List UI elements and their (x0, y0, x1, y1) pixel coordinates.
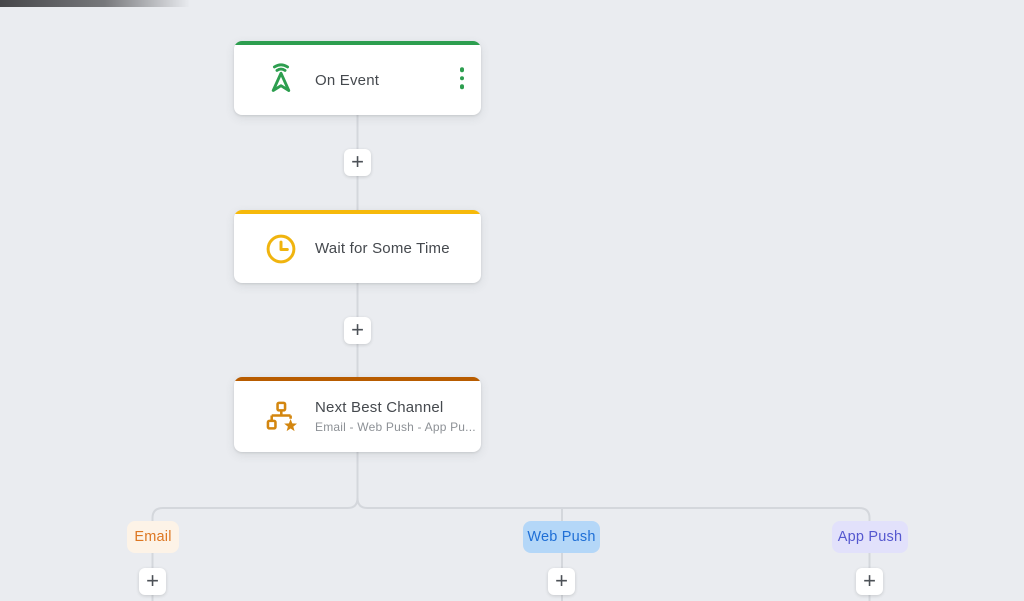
branch-label-text: Web Push (527, 529, 596, 545)
node-menu-button[interactable] (456, 63, 469, 93)
node-accent-bar (234, 210, 481, 214)
kebab-menu-icon (459, 67, 464, 89)
branch-label-web-push[interactable]: Web Push (523, 521, 600, 553)
add-step-button[interactable]: + (344, 317, 371, 344)
broadcast-icon (262, 61, 300, 99)
node-title: On Event (315, 71, 380, 89)
node-subtitle: Email - Web Push - App Pu... (315, 420, 476, 434)
branch-label-app-push[interactable]: App Push (832, 521, 908, 553)
add-step-button-email-branch[interactable]: + (139, 568, 166, 595)
branch-label-text: Email (134, 529, 172, 545)
node-title: Next Best Channel (315, 399, 444, 416)
node-title: Wait for Some Time (315, 240, 450, 257)
node-wait-for-some-time[interactable]: Wait for Some Time (234, 210, 481, 283)
add-step-button[interactable]: + (344, 149, 371, 176)
add-step-button-web-push-branch[interactable]: + (548, 568, 575, 595)
add-step-button-app-push-branch[interactable]: + (856, 568, 883, 595)
hierarchy-star-icon (262, 398, 300, 436)
branch-label-email[interactable]: Email (127, 521, 179, 553)
clock-icon (262, 230, 300, 268)
node-next-best-channel[interactable]: Next Best Channel Email - Web Push - App… (234, 377, 481, 452)
branch-label-text: App Push (837, 529, 903, 545)
node-accent-bar (234, 377, 481, 381)
screen-artifact (0, 0, 190, 7)
node-accent-bar (234, 41, 481, 45)
node-on-event[interactable]: On Event (234, 41, 481, 115)
